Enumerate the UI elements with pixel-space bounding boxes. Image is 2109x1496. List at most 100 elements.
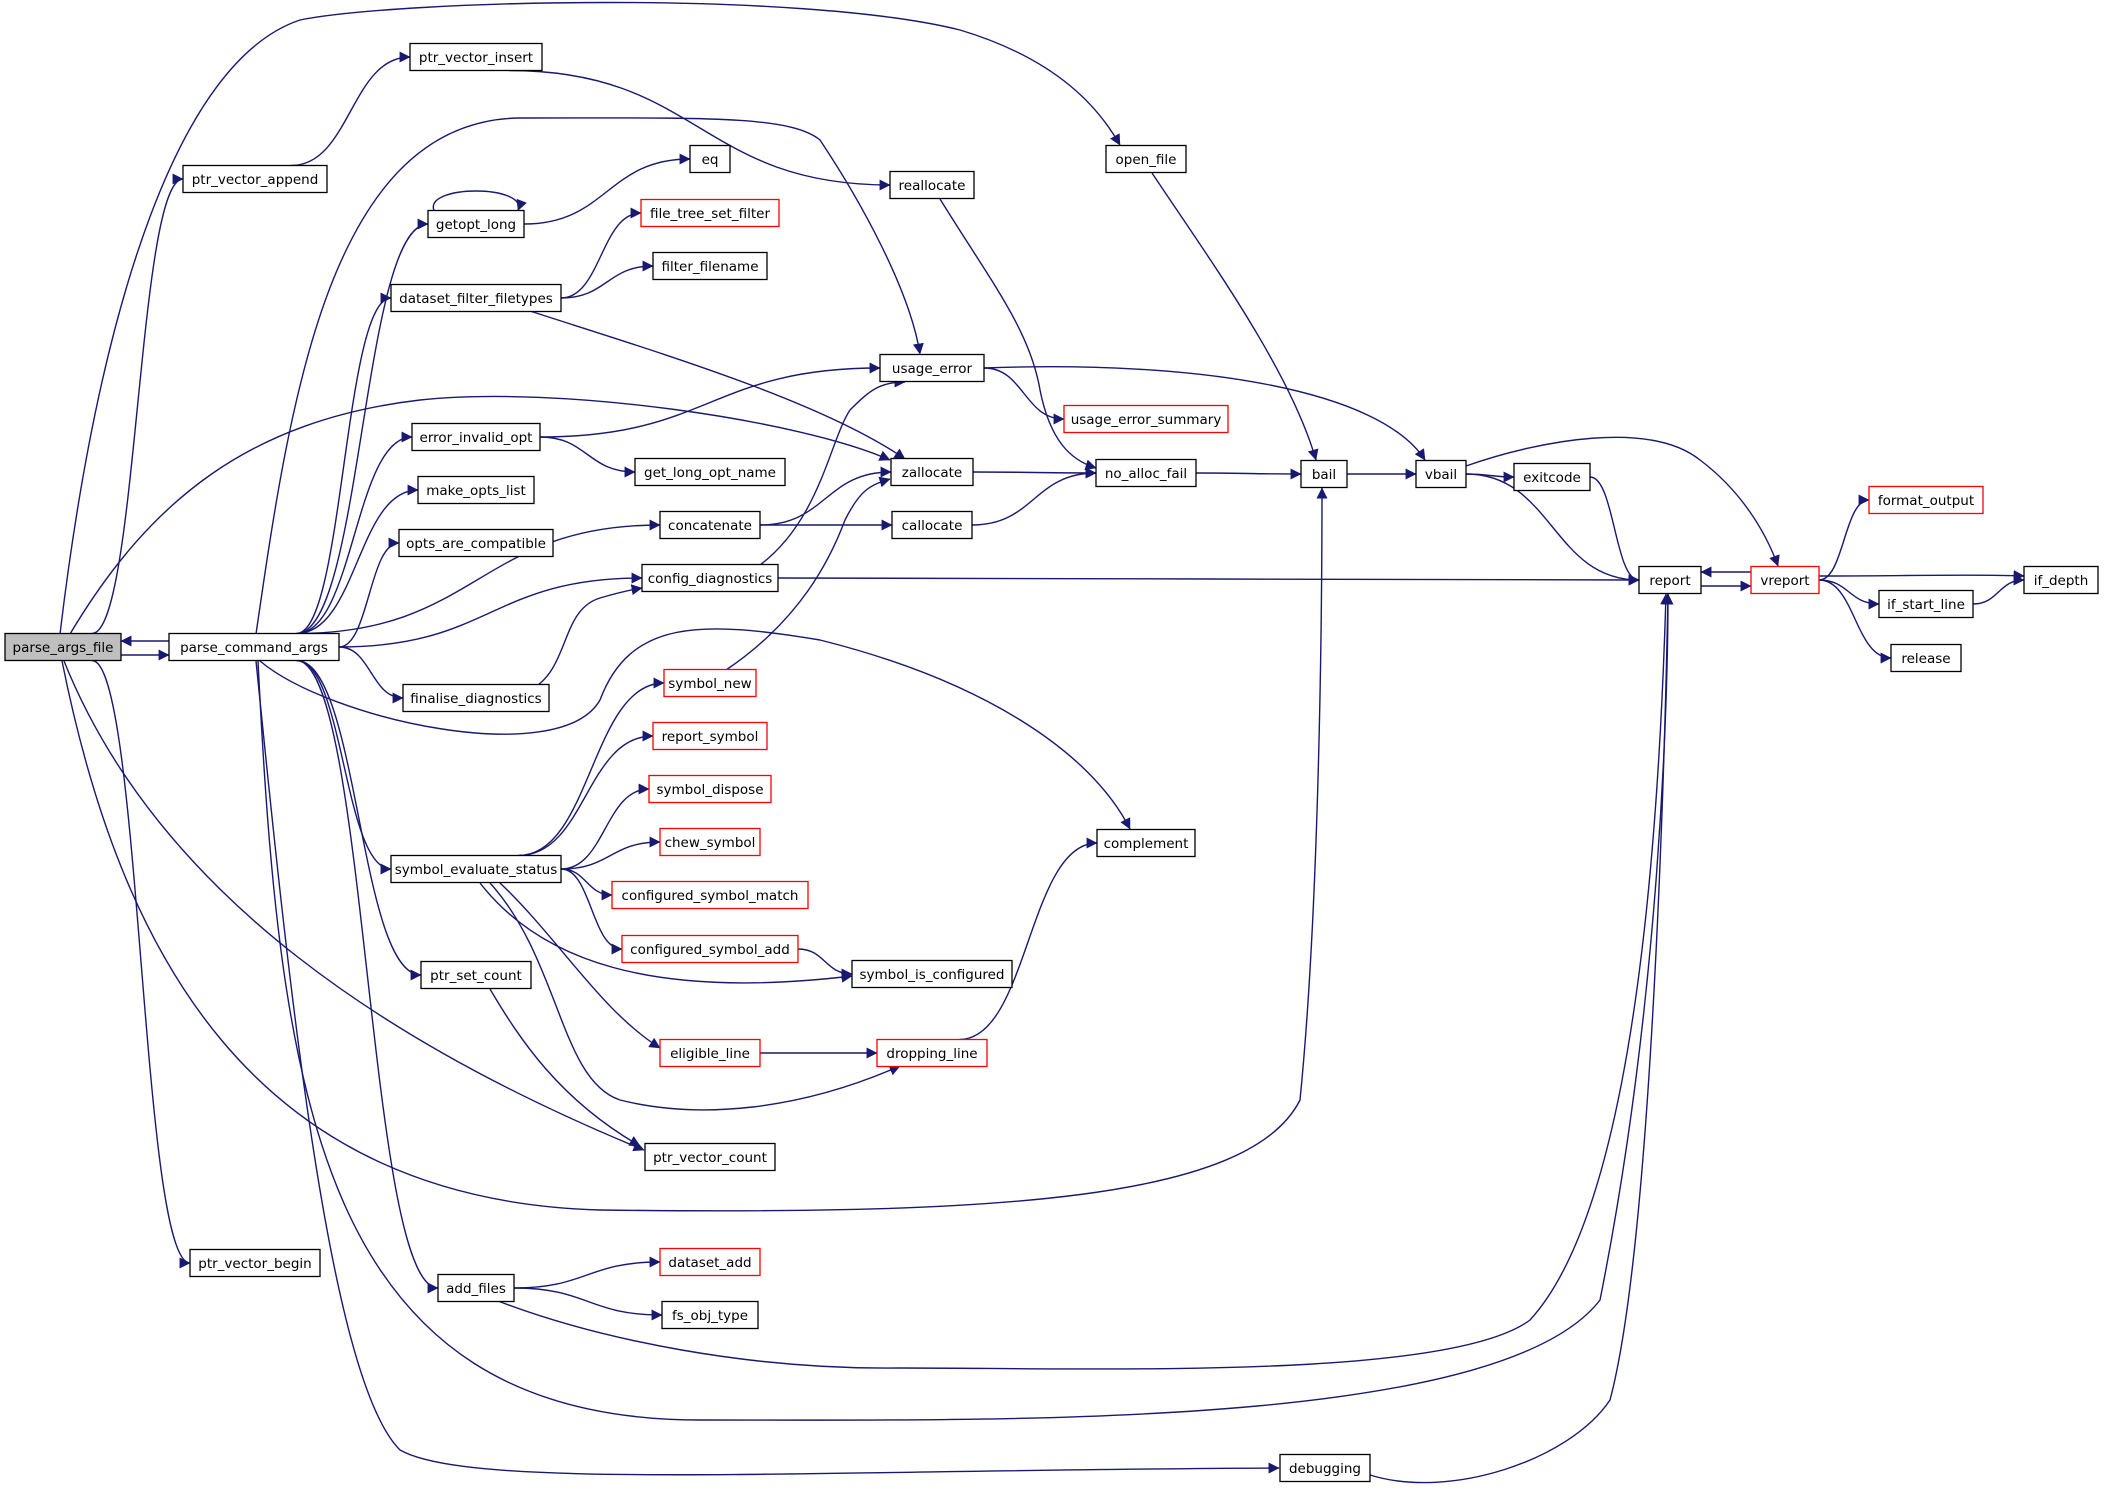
node-box-report_symbol[interactable] xyxy=(652,721,768,751)
node-configured_symbol_match[interactable]: configured_symbol_match xyxy=(611,880,809,910)
node-box-no_alloc_fail[interactable] xyxy=(1095,458,1197,488)
node-exitcode[interactable]: exitcode xyxy=(1513,462,1591,492)
node-box-release[interactable] xyxy=(1890,643,1962,673)
node-ptr_vector_count[interactable]: ptr_vector_count xyxy=(644,1142,776,1172)
node-box-callocate[interactable] xyxy=(891,510,973,540)
node-box-symbol_is_configured[interactable] xyxy=(851,959,1013,989)
node-box-concatenate[interactable] xyxy=(659,510,761,540)
node-box-error_invalid_opt[interactable] xyxy=(411,422,541,452)
node-usage_error[interactable]: usage_error xyxy=(879,353,985,383)
node-box-symbol_evaluate_status[interactable] xyxy=(390,854,562,884)
node-box-report[interactable] xyxy=(1638,565,1702,595)
node-box-dropping_line[interactable] xyxy=(876,1038,988,1068)
node-box-ptr_vector_insert[interactable] xyxy=(409,42,543,72)
node-ptr_vector_begin[interactable]: ptr_vector_begin xyxy=(189,1248,321,1278)
node-make_opts_list[interactable]: make_opts_list xyxy=(417,475,535,505)
node-if_start_line[interactable]: if_start_line xyxy=(1878,589,1974,619)
node-box-fs_obj_type[interactable] xyxy=(661,1300,759,1330)
node-box-filter_filename[interactable] xyxy=(652,251,768,281)
node-release[interactable]: release xyxy=(1890,643,1962,673)
node-eq[interactable]: eq xyxy=(689,144,731,174)
node-box-configured_symbol_add[interactable] xyxy=(621,934,799,964)
node-dropping_line[interactable]: dropping_line xyxy=(876,1038,988,1068)
node-box-format_output[interactable] xyxy=(1868,485,1984,515)
node-box-exitcode[interactable] xyxy=(1513,462,1591,492)
node-box-ptr_vector_begin[interactable] xyxy=(189,1248,321,1278)
node-box-dataset_add[interactable] xyxy=(659,1247,761,1277)
node-box-configured_symbol_match[interactable] xyxy=(611,880,809,910)
node-ptr_set_count[interactable]: ptr_set_count xyxy=(420,960,532,990)
node-box-config_diagnostics[interactable] xyxy=(641,563,779,593)
node-box-open_file[interactable] xyxy=(1105,144,1187,174)
node-box-symbol_new[interactable] xyxy=(663,668,757,698)
node-box-if_depth[interactable] xyxy=(2023,565,2099,595)
node-box-parse_command_args[interactable] xyxy=(168,632,340,662)
node-box-usage_error_summary[interactable] xyxy=(1063,404,1229,434)
node-box-bail[interactable] xyxy=(1300,459,1348,489)
node-reallocate[interactable]: reallocate xyxy=(889,170,975,200)
node-getopt_long[interactable]: getopt_long xyxy=(427,209,525,239)
node-box-reallocate[interactable] xyxy=(889,170,975,200)
node-finalise_diagnostics[interactable]: finalise_diagnostics xyxy=(402,683,550,713)
node-symbol_evaluate_status[interactable]: symbol_evaluate_status xyxy=(390,854,562,884)
node-parse_command_args[interactable]: parse_command_args xyxy=(168,632,340,662)
node-box-ptr_vector_append[interactable] xyxy=(182,164,328,194)
node-box-getopt_long[interactable] xyxy=(427,209,525,239)
node-eligible_line[interactable]: eligible_line xyxy=(659,1038,761,1068)
node-chew_symbol[interactable]: chew_symbol xyxy=(659,827,761,857)
node-ptr_vector_append[interactable]: ptr_vector_append xyxy=(182,164,328,194)
node-if_depth[interactable]: if_depth xyxy=(2023,565,2099,595)
node-box-ptr_set_count[interactable] xyxy=(420,960,532,990)
node-box-opts_are_compatible[interactable] xyxy=(398,528,554,558)
node-box-file_tree_set_filter[interactable] xyxy=(640,198,780,228)
node-no_alloc_fail[interactable]: no_alloc_fail xyxy=(1095,458,1197,488)
node-box-usage_error[interactable] xyxy=(879,353,985,383)
node-ptr_vector_insert[interactable]: ptr_vector_insert xyxy=(409,42,543,72)
node-debugging[interactable]: debugging xyxy=(1279,1453,1371,1483)
node-bail[interactable]: bail xyxy=(1300,459,1348,489)
node-box-if_start_line[interactable] xyxy=(1878,589,1974,619)
node-box-symbol_dispose[interactable] xyxy=(648,774,772,804)
node-error_invalid_opt[interactable]: error_invalid_opt xyxy=(411,422,541,452)
node-callocate[interactable]: callocate xyxy=(891,510,973,540)
node-report_symbol[interactable]: report_symbol xyxy=(652,721,768,751)
node-box-zallocate[interactable] xyxy=(890,457,974,487)
node-box-ptr_vector_count[interactable] xyxy=(644,1142,776,1172)
node-parse_args_file[interactable]: parse_args_file xyxy=(4,632,122,662)
node-filter_filename[interactable]: filter_filename xyxy=(652,251,768,281)
node-vreport[interactable]: vreport xyxy=(1750,565,1820,595)
node-box-eligible_line[interactable] xyxy=(659,1038,761,1068)
node-box-parse_args_file[interactable] xyxy=(4,632,122,662)
node-report[interactable]: report xyxy=(1638,565,1702,595)
node-symbol_new[interactable]: symbol_new xyxy=(663,668,757,698)
node-opts_are_compatible[interactable]: opts_are_compatible xyxy=(398,528,554,558)
node-format_output[interactable]: format_output xyxy=(1868,485,1984,515)
node-box-complement[interactable] xyxy=(1096,828,1196,858)
node-box-vreport[interactable] xyxy=(1750,565,1820,595)
node-config_diagnostics[interactable]: config_diagnostics xyxy=(641,563,779,593)
node-get_long_opt_name[interactable]: get_long_opt_name xyxy=(634,457,786,487)
node-box-chew_symbol[interactable] xyxy=(659,827,761,857)
node-fs_obj_type[interactable]: fs_obj_type xyxy=(661,1300,759,1330)
node-box-dataset_filter_filetypes[interactable] xyxy=(390,283,562,313)
node-configured_symbol_add[interactable]: configured_symbol_add xyxy=(621,934,799,964)
node-box-vbail[interactable] xyxy=(1415,459,1467,489)
node-open_file[interactable]: open_file xyxy=(1105,144,1187,174)
node-symbol_is_configured[interactable]: symbol_is_configured xyxy=(851,959,1013,989)
node-box-make_opts_list[interactable] xyxy=(417,475,535,505)
node-box-finalise_diagnostics[interactable] xyxy=(402,683,550,713)
node-add_files[interactable]: add_files xyxy=(437,1273,515,1303)
node-usage_error_summary[interactable]: usage_error_summary xyxy=(1063,404,1229,434)
node-file_tree_set_filter[interactable]: file_tree_set_filter xyxy=(640,198,780,228)
node-box-add_files[interactable] xyxy=(437,1273,515,1303)
node-box-debugging[interactable] xyxy=(1279,1453,1371,1483)
node-vbail[interactable]: vbail xyxy=(1415,459,1467,489)
node-dataset_add[interactable]: dataset_add xyxy=(659,1247,761,1277)
node-concatenate[interactable]: concatenate xyxy=(659,510,761,540)
node-complement[interactable]: complement xyxy=(1096,828,1196,858)
node-box-eq[interactable] xyxy=(689,144,731,174)
node-symbol_dispose[interactable]: symbol_dispose xyxy=(648,774,772,804)
node-dataset_filter_filetypes[interactable]: dataset_filter_filetypes xyxy=(390,283,562,313)
node-zallocate[interactable]: zallocate xyxy=(890,457,974,487)
node-box-get_long_opt_name[interactable] xyxy=(634,457,786,487)
